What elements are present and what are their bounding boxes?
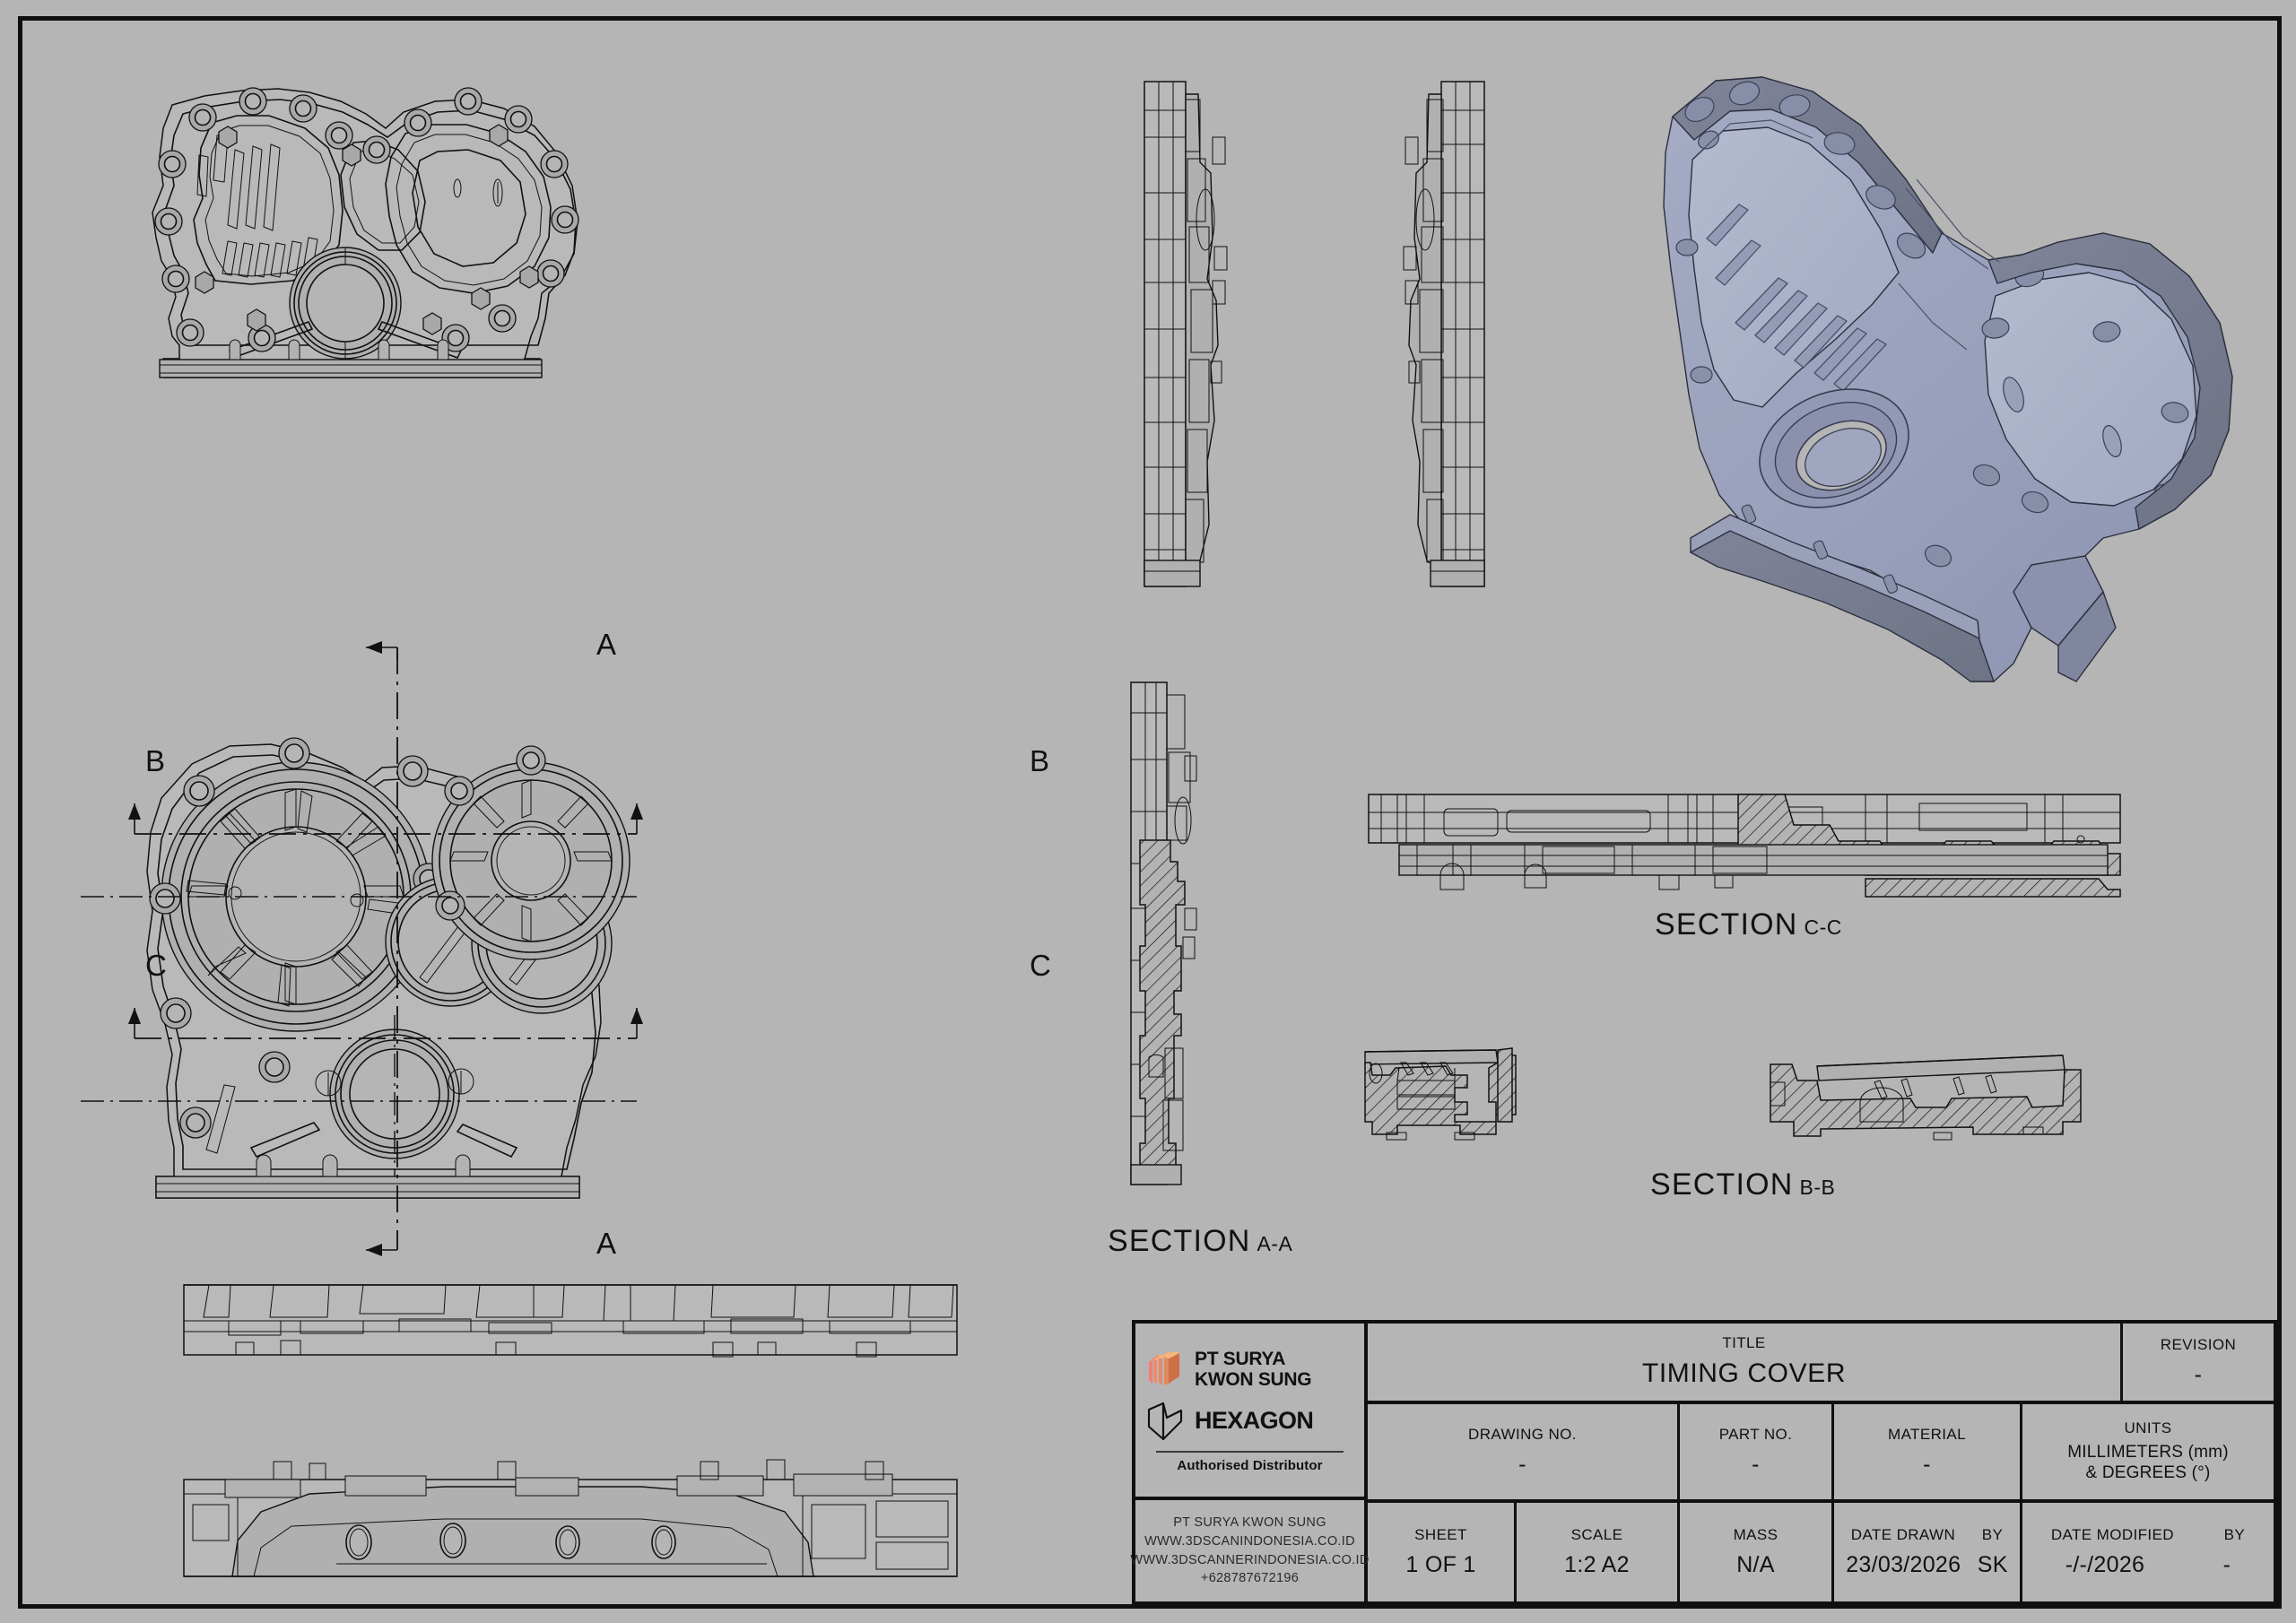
units-label: UNITS bbox=[2124, 1419, 2172, 1436]
surya-brand-line1: PT SURYA bbox=[1195, 1348, 1286, 1369]
date-modified-by-label: BY bbox=[2223, 1525, 2246, 1543]
contact-website-2: WWW.3DSCANNERINDONESIA.CO.ID bbox=[1130, 1552, 1370, 1567]
revision-label: REVISION bbox=[2160, 1335, 2237, 1353]
material-label: MATERIAL bbox=[1888, 1425, 1966, 1443]
sheet-cell: SHEET 1 OF 1 bbox=[1368, 1502, 1517, 1601]
surya-brand-text: PT SURYA KWON SUNG bbox=[1195, 1348, 1312, 1390]
left-side-profile-view bbox=[1137, 76, 1245, 592]
front-elevation-view bbox=[117, 49, 583, 381]
section-bb-word: SECTION bbox=[1650, 1167, 1794, 1202]
mass-value: N/A bbox=[1736, 1551, 1775, 1577]
section-marker-c-left: C bbox=[145, 949, 168, 982]
right-side-profile-view bbox=[1386, 76, 1493, 592]
part-no-value: - bbox=[1752, 1451, 1760, 1477]
revision-cell: REVISION - bbox=[2123, 1324, 2274, 1401]
title-block-fields: TITLE TIMING COVER REVISION - DRAWING NO… bbox=[1368, 1324, 2274, 1601]
title-value: TIMING COVER bbox=[1641, 1358, 1847, 1389]
section-cc-label: SECTION C-C bbox=[1655, 907, 1842, 942]
bottom-plan-view bbox=[175, 1442, 964, 1594]
section-marker-c-right: C bbox=[1030, 949, 1052, 982]
date-modified-by-value: - bbox=[2222, 1551, 2231, 1577]
title-block: PT SURYA KWON SUNG HEXAGON Authorised Di… bbox=[1130, 1320, 2277, 1605]
date-modified-value: -/-/2026 bbox=[2065, 1551, 2145, 1577]
part-no-label: PART NO. bbox=[1718, 1425, 1793, 1443]
pt-surya-cube-icon bbox=[1149, 1350, 1179, 1385]
section-cc-view bbox=[1363, 789, 2126, 906]
section-bb-left-view bbox=[1361, 1036, 1711, 1170]
sheet-label: SHEET bbox=[1414, 1525, 1467, 1543]
drawing-no-cell: DRAWING NO. - bbox=[1368, 1403, 1680, 1499]
material-value: - bbox=[1923, 1451, 1931, 1477]
mass-cell: MASS N/A bbox=[1680, 1502, 1834, 1601]
material-cell: MATERIAL - bbox=[1834, 1403, 2022, 1499]
contact-website-1: WWW.3DSCANINDONESIA.CO.ID bbox=[1144, 1533, 1355, 1549]
surya-brand-line2: KWON SUNG bbox=[1195, 1368, 1312, 1390]
date-modified-label: DATE MODIFIED bbox=[2050, 1525, 2174, 1543]
part-no-cell: PART NO. - bbox=[1680, 1403, 1834, 1499]
section-marker-a-bottom: A bbox=[596, 1227, 617, 1260]
scale-value: 1:2 A2 bbox=[1564, 1551, 1630, 1577]
title-block-logo-column: PT SURYA KWON SUNG HEXAGON Authorised Di… bbox=[1130, 1324, 1369, 1601]
title-label: TITLE bbox=[1722, 1334, 1766, 1352]
hexagon-logo-icon bbox=[1147, 1402, 1183, 1440]
section-marker-a-top: A bbox=[596, 628, 617, 661]
drawing-info-row: DRAWING NO. - PART NO. - MATERIAL - UNIT… bbox=[1368, 1403, 2274, 1503]
company-contact-cell: PT SURYA KWON SUNG WWW.3DSCANINDONESIA.C… bbox=[1130, 1500, 1369, 1601]
date-modified-cell: DATE MODIFIED BY -/-/2026 - bbox=[2022, 1503, 2274, 1601]
units-line2: & DEGREES (°) bbox=[2085, 1463, 2211, 1483]
date-drawn-value: 23/03/2026 bbox=[1846, 1551, 1961, 1577]
drawing-no-value: - bbox=[1518, 1451, 1526, 1477]
section-marker-b-left: B bbox=[145, 744, 166, 777]
title-cell: TITLE TIMING COVER bbox=[1368, 1324, 2123, 1401]
section-cc-word: SECTION bbox=[1655, 907, 1798, 942]
contact-company-name: PT SURYA KWON SUNG bbox=[1173, 1515, 1326, 1531]
section-aa-word: SECTION bbox=[1108, 1224, 1251, 1258]
units-cell: UNITS MILLIMETERS (mm) & DEGREES (°) bbox=[2022, 1404, 2274, 1499]
drawing-no-label: DRAWING NO. bbox=[1468, 1425, 1577, 1443]
section-aa-view bbox=[1126, 677, 1242, 1197]
top-plan-view bbox=[175, 1278, 964, 1376]
logo-divider bbox=[1155, 1450, 1344, 1453]
section-cc-id: C-C bbox=[1804, 916, 1842, 939]
scale-label: SCALE bbox=[1570, 1525, 1623, 1543]
hexagon-brand-text: HEXAGON bbox=[1195, 1407, 1314, 1434]
scale-cell: SCALE 1:2 A2 bbox=[1517, 1502, 1680, 1601]
section-aa-label: SECTION A-A bbox=[1108, 1224, 1292, 1259]
logo-cell: PT SURYA KWON SUNG HEXAGON Authorised Di… bbox=[1135, 1324, 1364, 1500]
date-drawn-label: DATE DRAWN bbox=[1850, 1525, 1956, 1543]
revision-value: - bbox=[2194, 1361, 2203, 1387]
drawing-frame-border bbox=[18, 16, 2282, 1609]
section-bb-right-view bbox=[1767, 1036, 2117, 1170]
surya-brand-row: PT SURYA KWON SUNG bbox=[1139, 1348, 1361, 1391]
date-drawn-cell: DATE DRAWN BY 23/03/2026 SK bbox=[1834, 1502, 2022, 1601]
isometric-shaded-view bbox=[1637, 54, 2283, 699]
title-revision-row: TITLE TIMING COVER REVISION - bbox=[1368, 1324, 2274, 1404]
date-drawn-by-value: SK bbox=[1977, 1551, 2008, 1577]
mass-label: MASS bbox=[1733, 1525, 1779, 1543]
section-marker-b-right: B bbox=[1030, 744, 1050, 777]
hexagon-brand-row: HEXAGON bbox=[1139, 1400, 1361, 1443]
section-bb-id: B-B bbox=[1799, 1176, 1836, 1199]
sheet-value: 1 OF 1 bbox=[1405, 1551, 1476, 1577]
units-line1: MILLIMETERS (mm) bbox=[2067, 1442, 2229, 1462]
rear-elevation-view bbox=[81, 681, 637, 1202]
contact-phone: +628787672196 bbox=[1200, 1571, 1300, 1586]
section-aa-id: A-A bbox=[1257, 1232, 1293, 1255]
authorised-distributor-label: Authorised Distributor bbox=[1177, 1457, 1323, 1473]
sheet-info-row: SHEET 1 OF 1 SCALE 1:2 A2 MASS N/A DATE … bbox=[1368, 1502, 2274, 1601]
date-drawn-by-label: BY bbox=[1981, 1525, 2004, 1543]
